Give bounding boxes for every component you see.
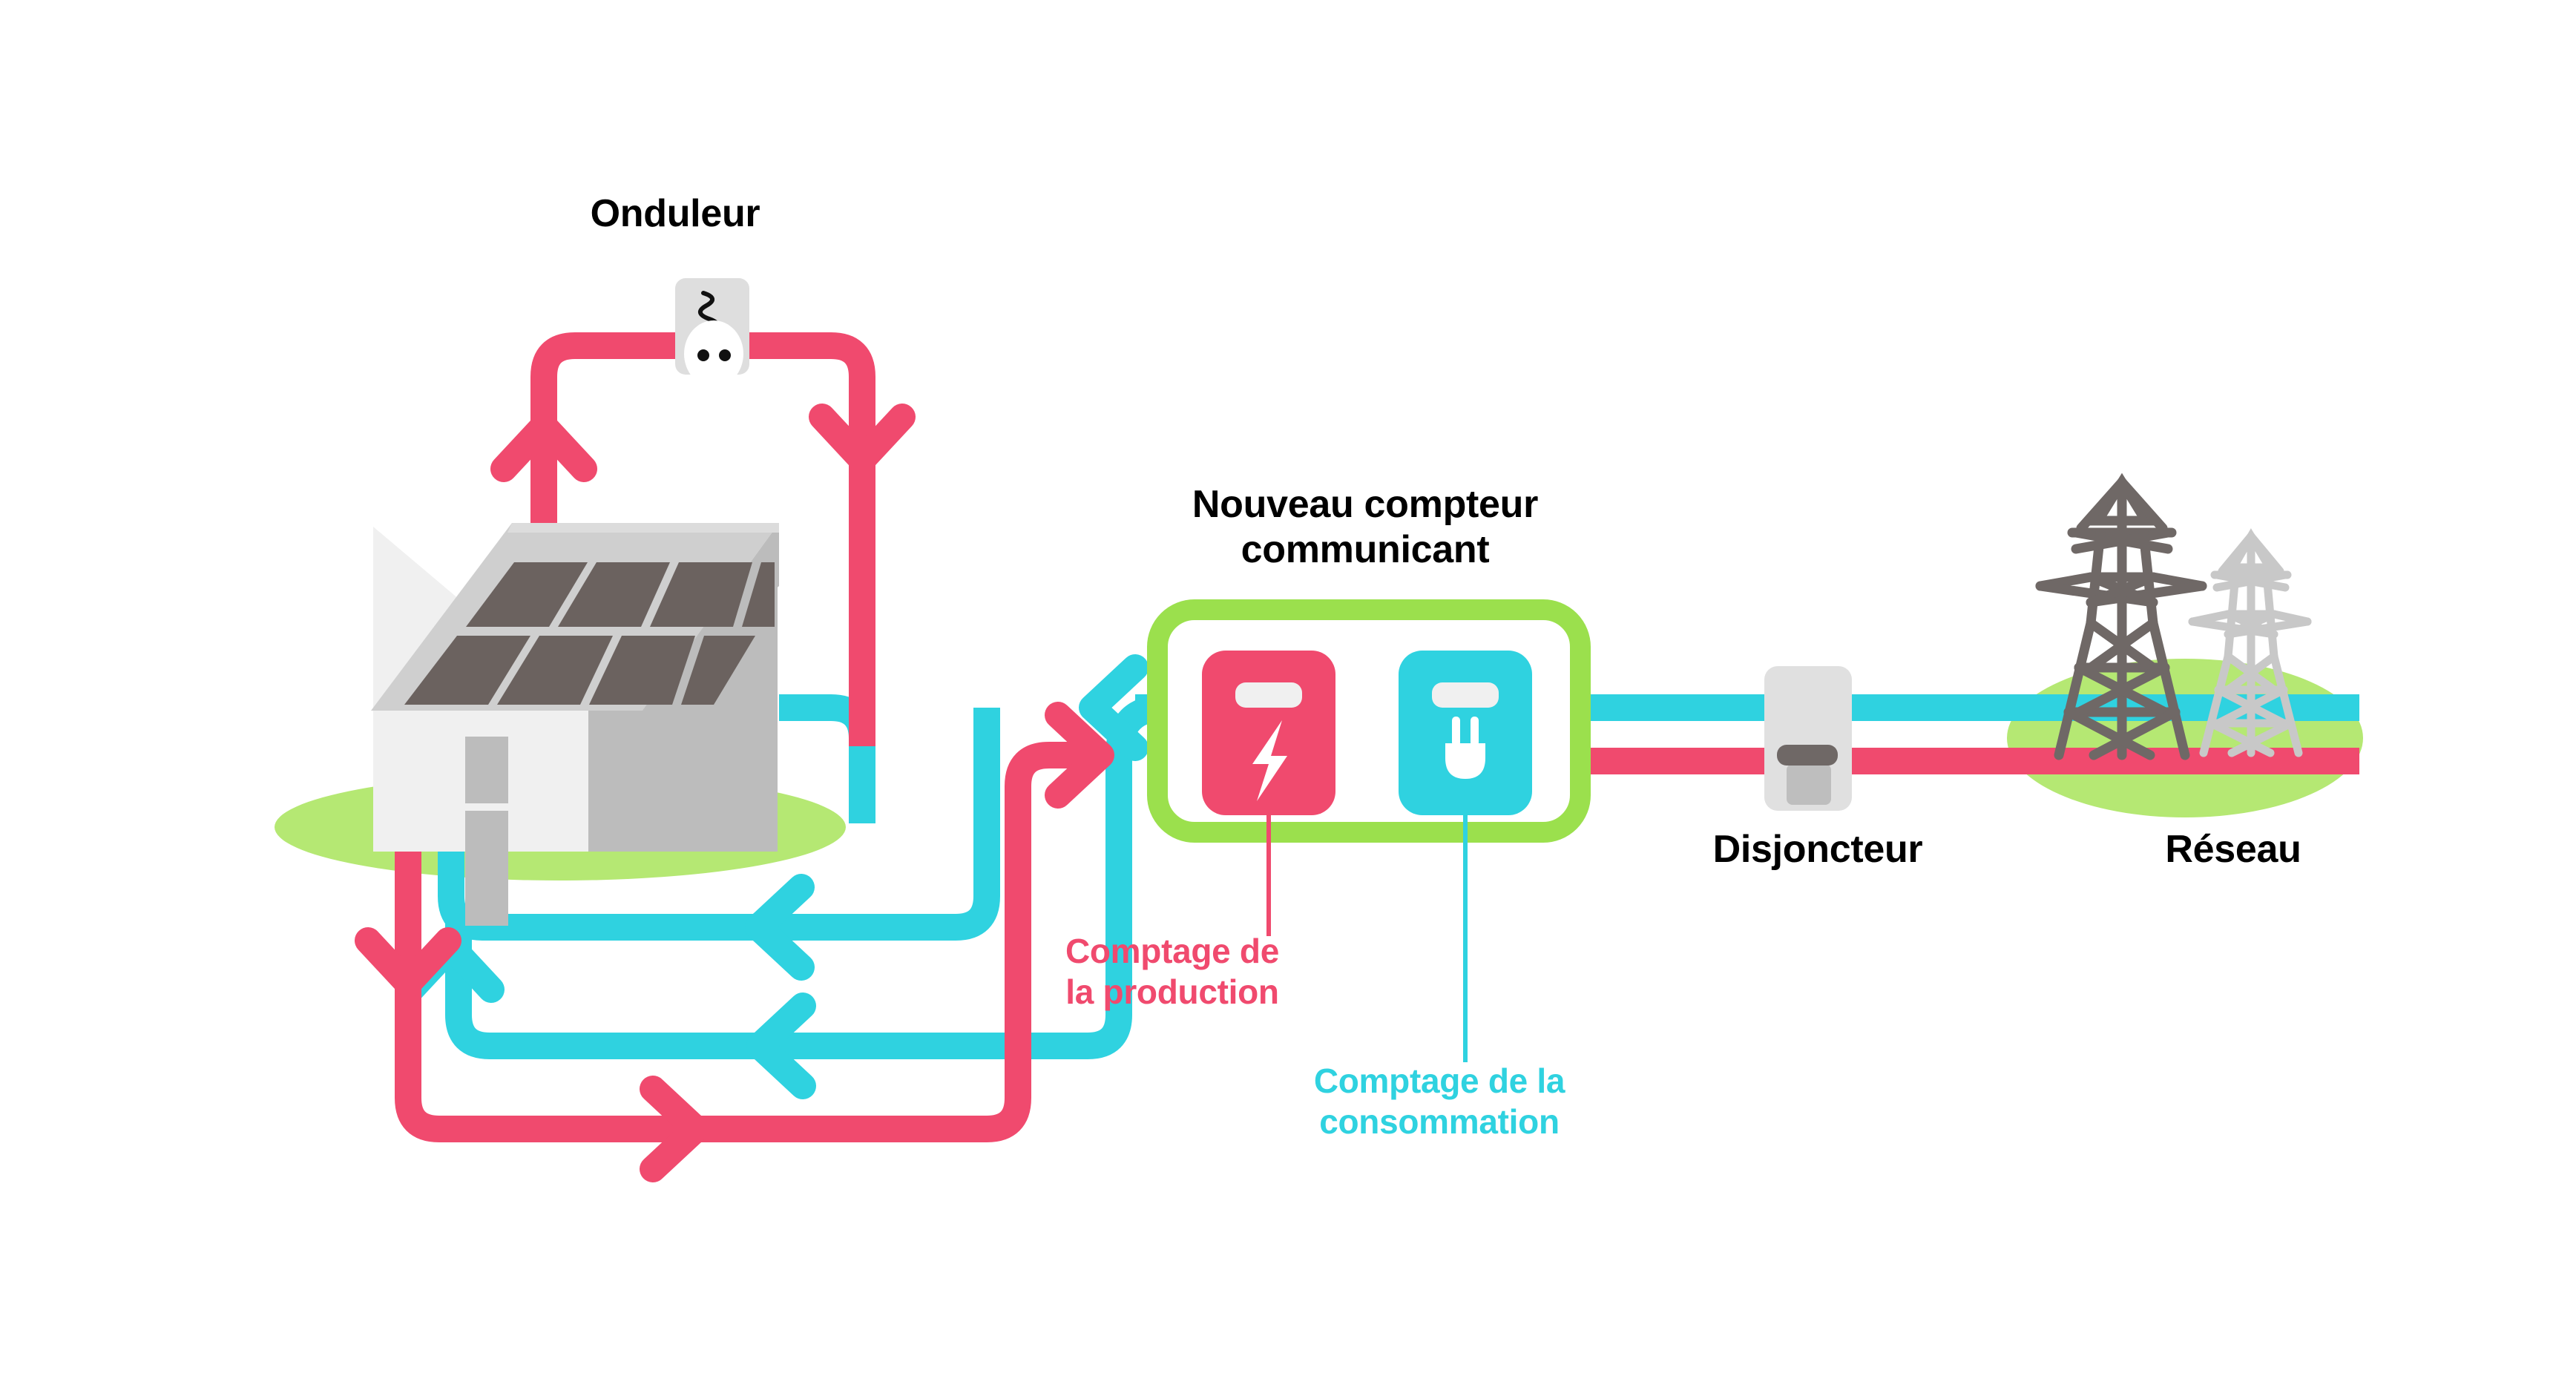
circuit-breaker-switch-lever[interactable]: [1777, 745, 1838, 766]
inverter-socket-hole: [697, 349, 709, 361]
solar-panel-cell: [466, 562, 588, 627]
power-plug-icon: [1445, 717, 1485, 779]
inverter-socket-hole: [719, 349, 731, 361]
inverter-socket-icon: [684, 320, 743, 387]
production-arrowheads: [355, 404, 1114, 1182]
solar-panel-cell: [681, 636, 755, 705]
production-pipe-group: [395, 332, 2359, 1142]
production-arrow-down-inverter: [809, 404, 916, 473]
legend-comptage-production: Comptage de la production: [1065, 932, 1280, 1012]
solar-panel-cell: [497, 636, 613, 705]
consumption-module-display: [1432, 682, 1499, 708]
solar-panel-array: [404, 562, 775, 705]
house-group: [371, 523, 779, 926]
solar-panel-cell: [742, 562, 775, 627]
transmission-pylon-near: [2035, 473, 2207, 760]
transmission-pylon-far: [2188, 528, 2312, 757]
lightning-bolt-icon: [1252, 720, 1287, 801]
production-arrow-up-roof: [490, 412, 597, 482]
solar-panel-cell: [589, 636, 695, 705]
production-module-display: [1235, 682, 1302, 708]
production-module-icon[interactable]: [1202, 651, 1335, 815]
solar-panel-cell: [558, 562, 670, 627]
production-pipe-inverter-down: [749, 332, 875, 746]
consumption-arrow-to-meter: [1079, 654, 1149, 761]
label-nouveau-compteur-communicant: Nouveau compteur communicant: [1192, 483, 1539, 572]
house-window: [465, 737, 508, 803]
consumption-pipe-branch-upper: [438, 708, 1000, 941]
label-reseau: Réseau: [2165, 828, 2301, 871]
consumption-module-icon[interactable]: [1399, 651, 1532, 815]
circuit-breaker-group[interactable]: [1764, 666, 1852, 811]
consumption-pipe-branch-lower: [445, 771, 1132, 1059]
consumption-arrow-branch-lower: [746, 993, 816, 1099]
production-arrow-down-house: [355, 927, 461, 997]
solar-panel-cell: [650, 562, 752, 627]
production-arrow-into-meter: [1045, 702, 1114, 809]
consumption-arrow-branch-upper: [745, 874, 815, 981]
solar-panel-cell: [404, 636, 530, 705]
smart-meter-group[interactable]: [1147, 599, 1591, 1062]
inverter-device-group: [675, 278, 749, 387]
house-door: [465, 811, 508, 926]
label-onduleur: Onduleur: [590, 192, 760, 235]
house-roof-ridge: [507, 523, 779, 533]
production-pipe-house-down: [395, 742, 1098, 1142]
circuit-breaker-switch-base: [1787, 764, 1831, 805]
production-pipe-roof-riser: [530, 332, 690, 534]
legend-comptage-consommation: Comptage de la consommation: [1313, 1061, 1565, 1142]
production-arrow-right-bottom: [640, 1076, 709, 1182]
label-disjoncteur: Disjoncteur: [1712, 828, 1923, 871]
